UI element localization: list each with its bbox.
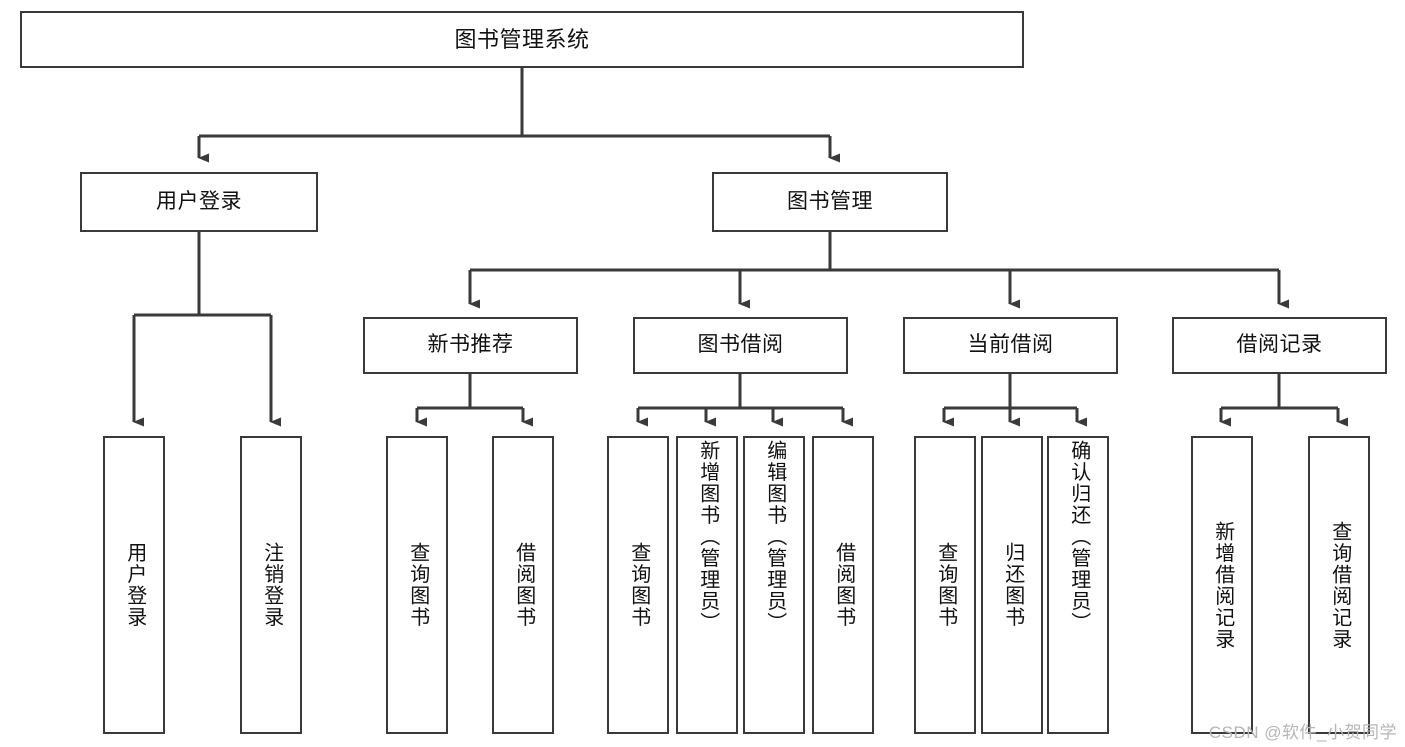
leaf-user-login[interactable]: 用户登录 bbox=[103, 436, 165, 734]
node-label: 借阅记录 bbox=[1236, 333, 1323, 357]
node-label: 用户登录 bbox=[156, 189, 242, 213]
node-label: 新增借阅记录 bbox=[1211, 520, 1234, 650]
node-label: 注销登录 bbox=[260, 542, 283, 628]
leaf-query-book-recommend[interactable]: 查询图书 bbox=[386, 436, 448, 734]
node-book-management[interactable]: 图书管理 bbox=[712, 172, 948, 232]
leaf-borrow-book[interactable]: 借阅图书 bbox=[812, 436, 874, 734]
node-borrow-record[interactable]: 借阅记录 bbox=[1172, 317, 1387, 374]
node-label: 新书推荐 bbox=[427, 333, 514, 357]
node-label: 当前借阅 bbox=[967, 333, 1054, 357]
node-label: 图书管理系统 bbox=[454, 26, 590, 52]
node-label: 查询借阅记录 bbox=[1328, 520, 1351, 650]
leaf-logout[interactable]: 注销登录 bbox=[240, 436, 302, 734]
node-current-borrow[interactable]: 当前借阅 bbox=[903, 317, 1118, 374]
node-root-book-management-system[interactable]: 图书管理系统 bbox=[20, 11, 1024, 68]
node-label: 归还图书 bbox=[1001, 542, 1024, 628]
csdn-watermark: CSDN @软件_小贺同学 bbox=[1208, 723, 1397, 742]
leaf-query-borrow-record[interactable]: 查询借阅记录 bbox=[1308, 436, 1370, 734]
leaf-add-book-admin[interactable]: 新增图书（管理员） bbox=[676, 436, 738, 734]
node-label: 查询图书 bbox=[627, 542, 650, 628]
leaf-edit-book-admin[interactable]: 编辑图书（管理员） bbox=[743, 436, 805, 734]
leaf-borrow-book-recommend[interactable]: 借阅图书 bbox=[492, 436, 554, 734]
node-new-book-recommend[interactable]: 新书推荐 bbox=[363, 317, 578, 374]
node-label: 查询图书 bbox=[406, 542, 429, 628]
leaf-add-borrow-record[interactable]: 新增借阅记录 bbox=[1191, 436, 1253, 734]
node-label: 查询图书 bbox=[934, 542, 957, 628]
node-label: 借阅图书 bbox=[832, 542, 855, 628]
node-label: 借阅图书 bbox=[512, 542, 535, 628]
node-label: 编辑图书（管理员） bbox=[763, 440, 786, 634]
node-label: 确认归还（管理员） bbox=[1067, 440, 1090, 634]
node-label: 图书管理 bbox=[787, 189, 873, 213]
node-label: 用户登录 bbox=[123, 542, 146, 628]
node-user-login[interactable]: 用户登录 bbox=[80, 172, 318, 232]
node-book-borrow[interactable]: 图书借阅 bbox=[633, 317, 848, 374]
leaf-query-book-borrow[interactable]: 查询图书 bbox=[607, 436, 669, 734]
leaf-confirm-return-admin[interactable]: 确认归还（管理员） bbox=[1047, 436, 1109, 734]
node-label: 图书借阅 bbox=[697, 333, 784, 357]
node-label: 新增图书（管理员） bbox=[696, 440, 719, 634]
leaf-query-book-current[interactable]: 查询图书 bbox=[914, 436, 976, 734]
leaf-return-book[interactable]: 归还图书 bbox=[981, 436, 1043, 734]
